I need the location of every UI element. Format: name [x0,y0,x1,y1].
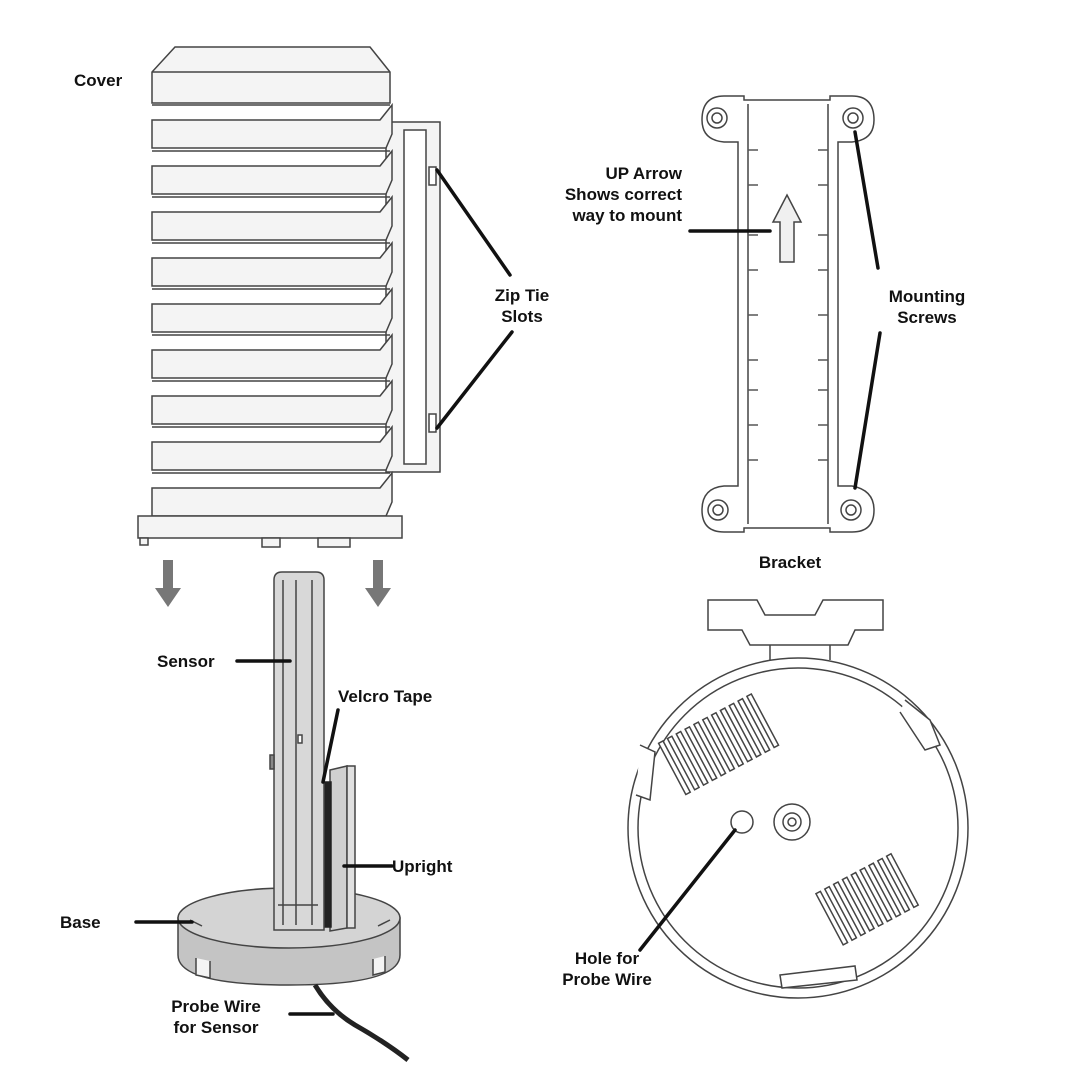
label-zip-tie-slots: Zip Tie Slots [494,286,550,326]
leader-lines [134,130,882,1016]
leader-zip-tie-upper [435,168,512,277]
leader-zip-tie-lower [435,330,514,430]
vent-slots-lower [814,852,920,946]
label-hole-for-probe-wire: Hole for Probe Wire [562,949,652,989]
base-clip-tab [707,599,884,646]
label-bracket: Bracket [758,553,822,572]
leader-mounting-screw-lower [853,331,882,490]
down-arrow-icon [365,560,391,607]
label-mounting-screws: Mounting Screws [888,287,966,327]
label-cover: Cover [74,71,123,90]
down-arrow-icon [155,560,181,607]
vent-slots-upper [657,692,780,796]
zip-tie-slot-upper [428,166,437,186]
base-bottom-view [627,599,969,999]
probe-wire [312,983,410,1062]
leader-hole-for-probe [638,828,737,952]
shield-tab-inner [403,129,427,465]
shield-cover [151,46,391,104]
label-base: Base [60,913,101,932]
sensor-body [273,571,325,931]
label-up-arrow: UP Arrow Shows correct way to mount [564,164,682,225]
label-velcro-tape: Velcro Tape [338,687,433,706]
label-probe-wire: Probe Wire for Sensor [171,997,261,1037]
radiation-shield [137,46,441,548]
down-arrow-icons [155,560,391,607]
mounting-screw-holes [706,107,864,521]
bracket-outline [701,95,875,533]
upright [329,765,348,932]
label-upright: Upright [392,857,453,876]
up-arrow-icon [771,193,803,263]
probe-wire-hole [730,810,754,834]
label-sensor: Sensor [157,652,215,671]
sensor-assembly [177,571,410,1062]
leader-mounting-screw-upper [853,130,880,270]
shield-bottom-flange [137,515,403,539]
bracket [701,95,875,533]
bracket-ticks [748,149,828,461]
shield-louvers [151,102,393,517]
leader-velcro-tape [321,708,340,784]
zip-tie-slot-lower [428,413,437,433]
